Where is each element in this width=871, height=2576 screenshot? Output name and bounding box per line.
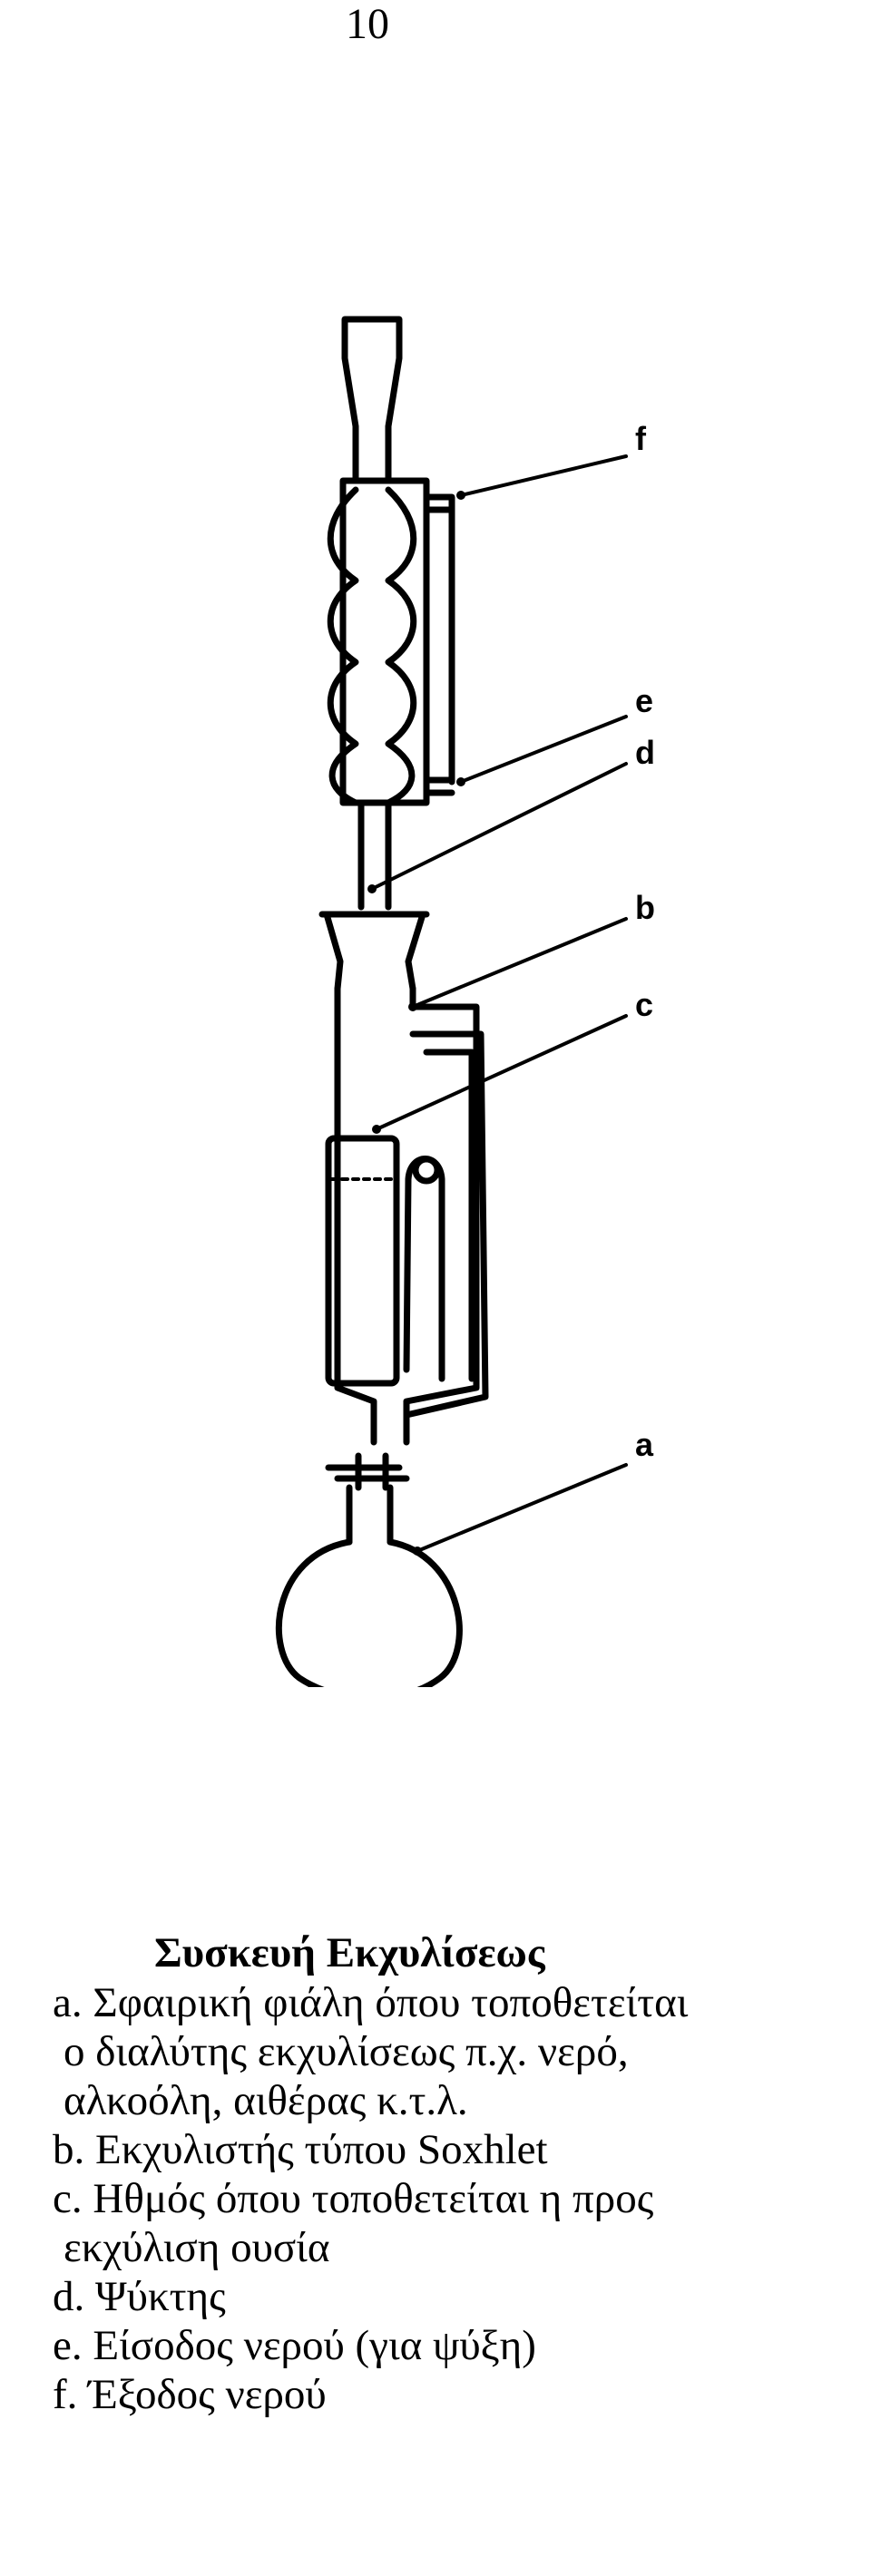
- legend-text: αλκοόλη, αιθέρας κ.τ.λ.: [64, 2077, 468, 2124]
- legend-item-c: c. Ηθμός όπου τοποθετείται η προς εκχύλι…: [53, 2174, 860, 2272]
- legend-item-f: f. Έξοδος νερού: [53, 2370, 860, 2419]
- legend-item-d: d. Ψύκτης: [53, 2272, 860, 2321]
- legend-text: Ψύκτης: [95, 2273, 226, 2320]
- legend-text: εκχύλιση ουσία: [64, 2224, 330, 2271]
- legend-key: a.: [53, 1979, 83, 2026]
- page-number: 10: [346, 0, 389, 48]
- label-c: c: [635, 986, 653, 1023]
- legend-key: c.: [53, 2175, 83, 2222]
- leader-d: [370, 762, 628, 891]
- label-a: a: [635, 1426, 654, 1463]
- legend-list: a. Σφαιρική φιάλη όπου τοποθετείται ο δι…: [53, 1978, 860, 2419]
- extraction-thimble: [325, 1135, 400, 1387]
- legend-text: Ηθμός όπου τοποθετείται η προς: [93, 2175, 654, 2222]
- leader-c: [375, 1014, 628, 1131]
- caption-title: Συσκευή Εκχυλίσεως: [154, 1929, 545, 1976]
- legend-key: d.: [53, 2273, 85, 2320]
- round-bottom-flask: [275, 1538, 463, 1687]
- label-e: e: [635, 682, 653, 719]
- legend-text: Είσοδος νερού (για ψύξη): [93, 2322, 536, 2369]
- legend-text: Έξοδος νερού: [88, 2371, 327, 2418]
- leader-f: [459, 454, 628, 497]
- legend-item-b: b. Εκχυλιστής τύπου Soxhlet: [53, 2125, 860, 2174]
- stopcock: [325, 1452, 410, 1491]
- legend-text: Σφαιρική φιάλη όπου τοποθετείται: [93, 1979, 689, 2026]
- condenser-jacket: [339, 477, 430, 806]
- condenser-top-funnel: [341, 316, 403, 484]
- label-d: d: [635, 734, 655, 771]
- figure-caption: Συσκευή Εκχυλίσεως a. Σφαιρική φιάλη όπο…: [53, 1927, 860, 2419]
- leader-a: [416, 1463, 628, 1553]
- soxhlet-apparatus-diagram: f e d b c a: [275, 316, 655, 1687]
- water-outlet-tube: [423, 493, 455, 785]
- siphon-tube: [403, 1156, 445, 1382]
- leader-b: [411, 917, 628, 1009]
- legend-text: Εκχυλιστής τύπου Soxhlet: [95, 2126, 548, 2173]
- legend-key: e.: [53, 2322, 83, 2369]
- label-b: b: [635, 889, 655, 926]
- label-f: f: [635, 420, 647, 457]
- leader-e: [459, 715, 628, 784]
- legend-item-a: a. Σφαιρική φιάλη όπου τοποθετείται ο δι…: [53, 1978, 860, 2125]
- extractor-joint: [318, 911, 430, 992]
- condenser-stem: [357, 799, 392, 911]
- flask-neck: [346, 1484, 394, 1546]
- water-inlet-tube: [423, 776, 455, 796]
- legend-key: f.: [53, 2371, 78, 2418]
- legend-key: b.: [53, 2126, 85, 2173]
- condenser-inner-bulbs: [327, 486, 417, 806]
- legend-text: ο διαλύτης εκχυλίσεως π.χ. νερό,: [64, 2028, 629, 2075]
- vapour-side-arm: [403, 1030, 489, 1419]
- legend-item-e: e. Είσοδος νερού (για ψύξη): [53, 2321, 860, 2370]
